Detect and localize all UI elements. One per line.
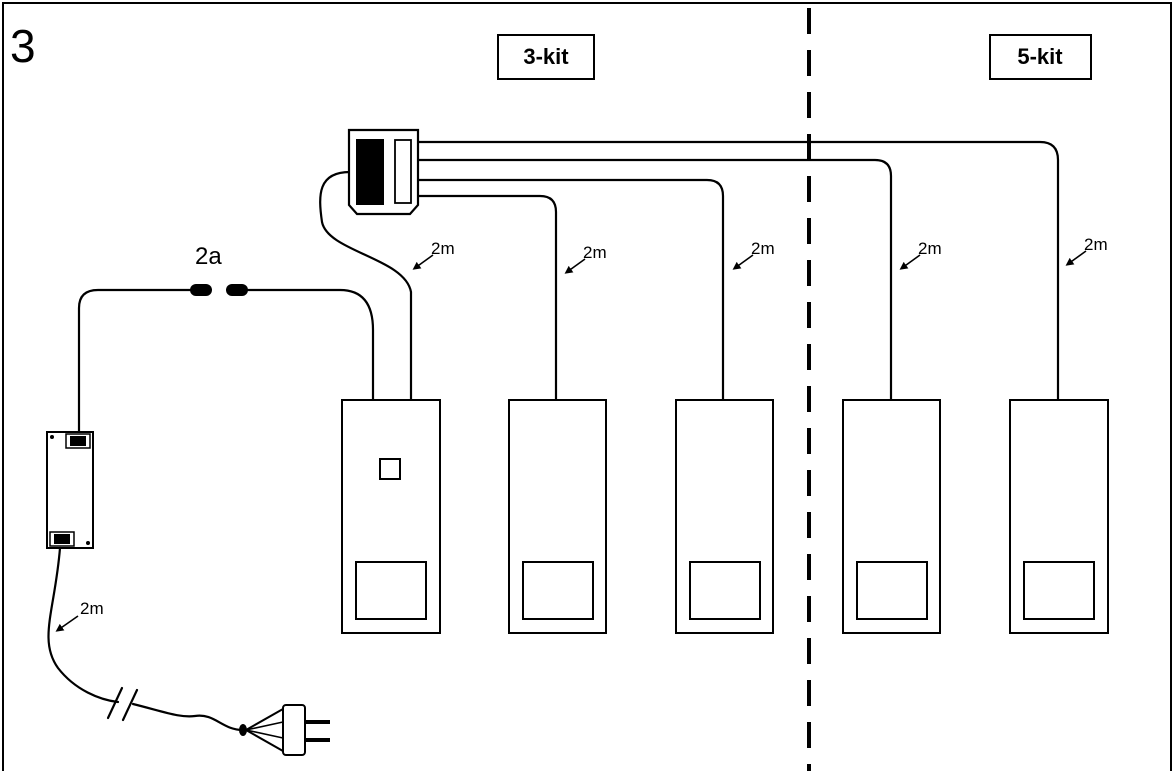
wire-unit1-to-connector <box>246 288 375 402</box>
wire-unit2 <box>415 194 558 402</box>
kit-3-label: 3-kit <box>523 44 569 69</box>
wire-splitter-to-unit1 <box>319 170 413 402</box>
svg-text:2m: 2m <box>431 239 455 258</box>
svg-text:2m: 2m <box>918 239 942 258</box>
wire-connector-to-psu <box>77 288 192 434</box>
cable-break-mark <box>106 686 139 722</box>
mains-cable-lower <box>131 702 245 732</box>
length-annotation-unit2: 2m <box>564 243 607 274</box>
mains-plug-icon <box>239 704 330 756</box>
length-annotation-unit4: 2m <box>899 239 942 270</box>
power-supply <box>46 431 94 549</box>
mains-cable-upper <box>47 546 120 704</box>
kit-5-label: 5-kit <box>1017 44 1063 69</box>
svg-text:2m: 2m <box>1084 235 1108 254</box>
splitter-connector <box>347 128 420 216</box>
wire-unit3 <box>415 178 725 402</box>
wire-unit5 <box>415 140 1060 402</box>
kit-5-label-box: 5-kit <box>989 34 1092 80</box>
wire-unit4 <box>415 158 893 402</box>
unit-3 <box>675 399 774 634</box>
kit-3-label-box: 3-kit <box>497 34 595 80</box>
svg-text:2m: 2m <box>751 239 775 258</box>
length-annotation-power: 2m <box>55 599 104 632</box>
unit-4 <box>842 399 941 634</box>
unit-1 <box>341 399 441 634</box>
unit-5 <box>1009 399 1109 634</box>
svg-text:2m: 2m <box>80 599 104 618</box>
svg-text:2m: 2m <box>583 243 607 262</box>
connector-label: 2a <box>195 243 222 270</box>
figure-number: 3 <box>10 20 36 72</box>
length-annotation-unit1: 2m <box>412 239 455 270</box>
unit-2 <box>508 399 607 634</box>
length-annotation-unit3: 2m <box>732 239 775 270</box>
inline-connector-2a <box>190 284 248 296</box>
length-annotation-unit5: 2m <box>1065 235 1108 266</box>
